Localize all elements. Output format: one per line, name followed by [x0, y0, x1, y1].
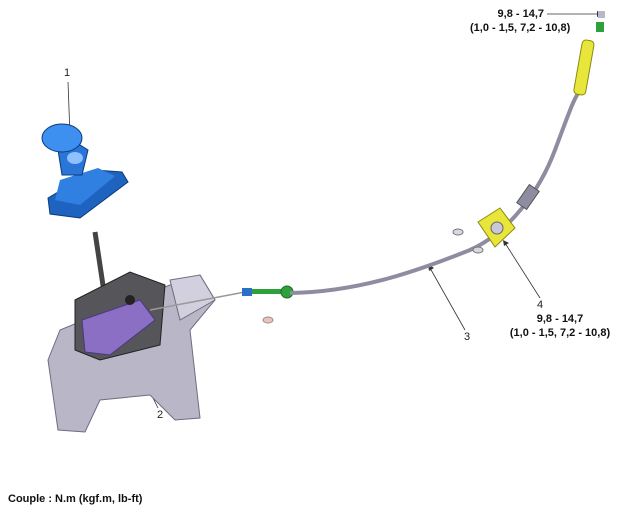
callout-4: 4 — [537, 299, 544, 311]
torque-bracket-alt: (1,0 - 1,5, 7,2 - 10,8) — [509, 327, 611, 339]
shifter-assembly — [47, 271, 216, 433]
callout-2: 2 — [157, 409, 164, 421]
cable-link — [149, 291, 246, 311]
callout-1: 1 — [64, 67, 71, 79]
torque-top-nm: 9,8 - 14,7 — [497, 8, 544, 20]
torque-bracket: 9,8 - 14,7 (1,0 - 1,5, 7,2 - 10,8) — [494, 312, 622, 340]
shift-knob — [41, 123, 129, 219]
leader-4 — [504, 242, 541, 299]
torque-bracket-nm: 9,8 - 14,7 — [536, 313, 584, 325]
torque-top: 9,8 - 14,7 — [470, 7, 550, 21]
cable-bracket — [452, 207, 516, 254]
leader-3 — [429, 267, 466, 331]
torque-top-alt: (1,0 - 1,5, 7,2 - 10,8) — [470, 22, 571, 34]
callout-3: 3 — [464, 331, 471, 343]
lever-shaft — [92, 231, 107, 293]
shift-cable — [242, 11, 605, 324]
torque-units-caption: Couple : N.m (kgf.m, lb-ft) — [8, 493, 143, 505]
